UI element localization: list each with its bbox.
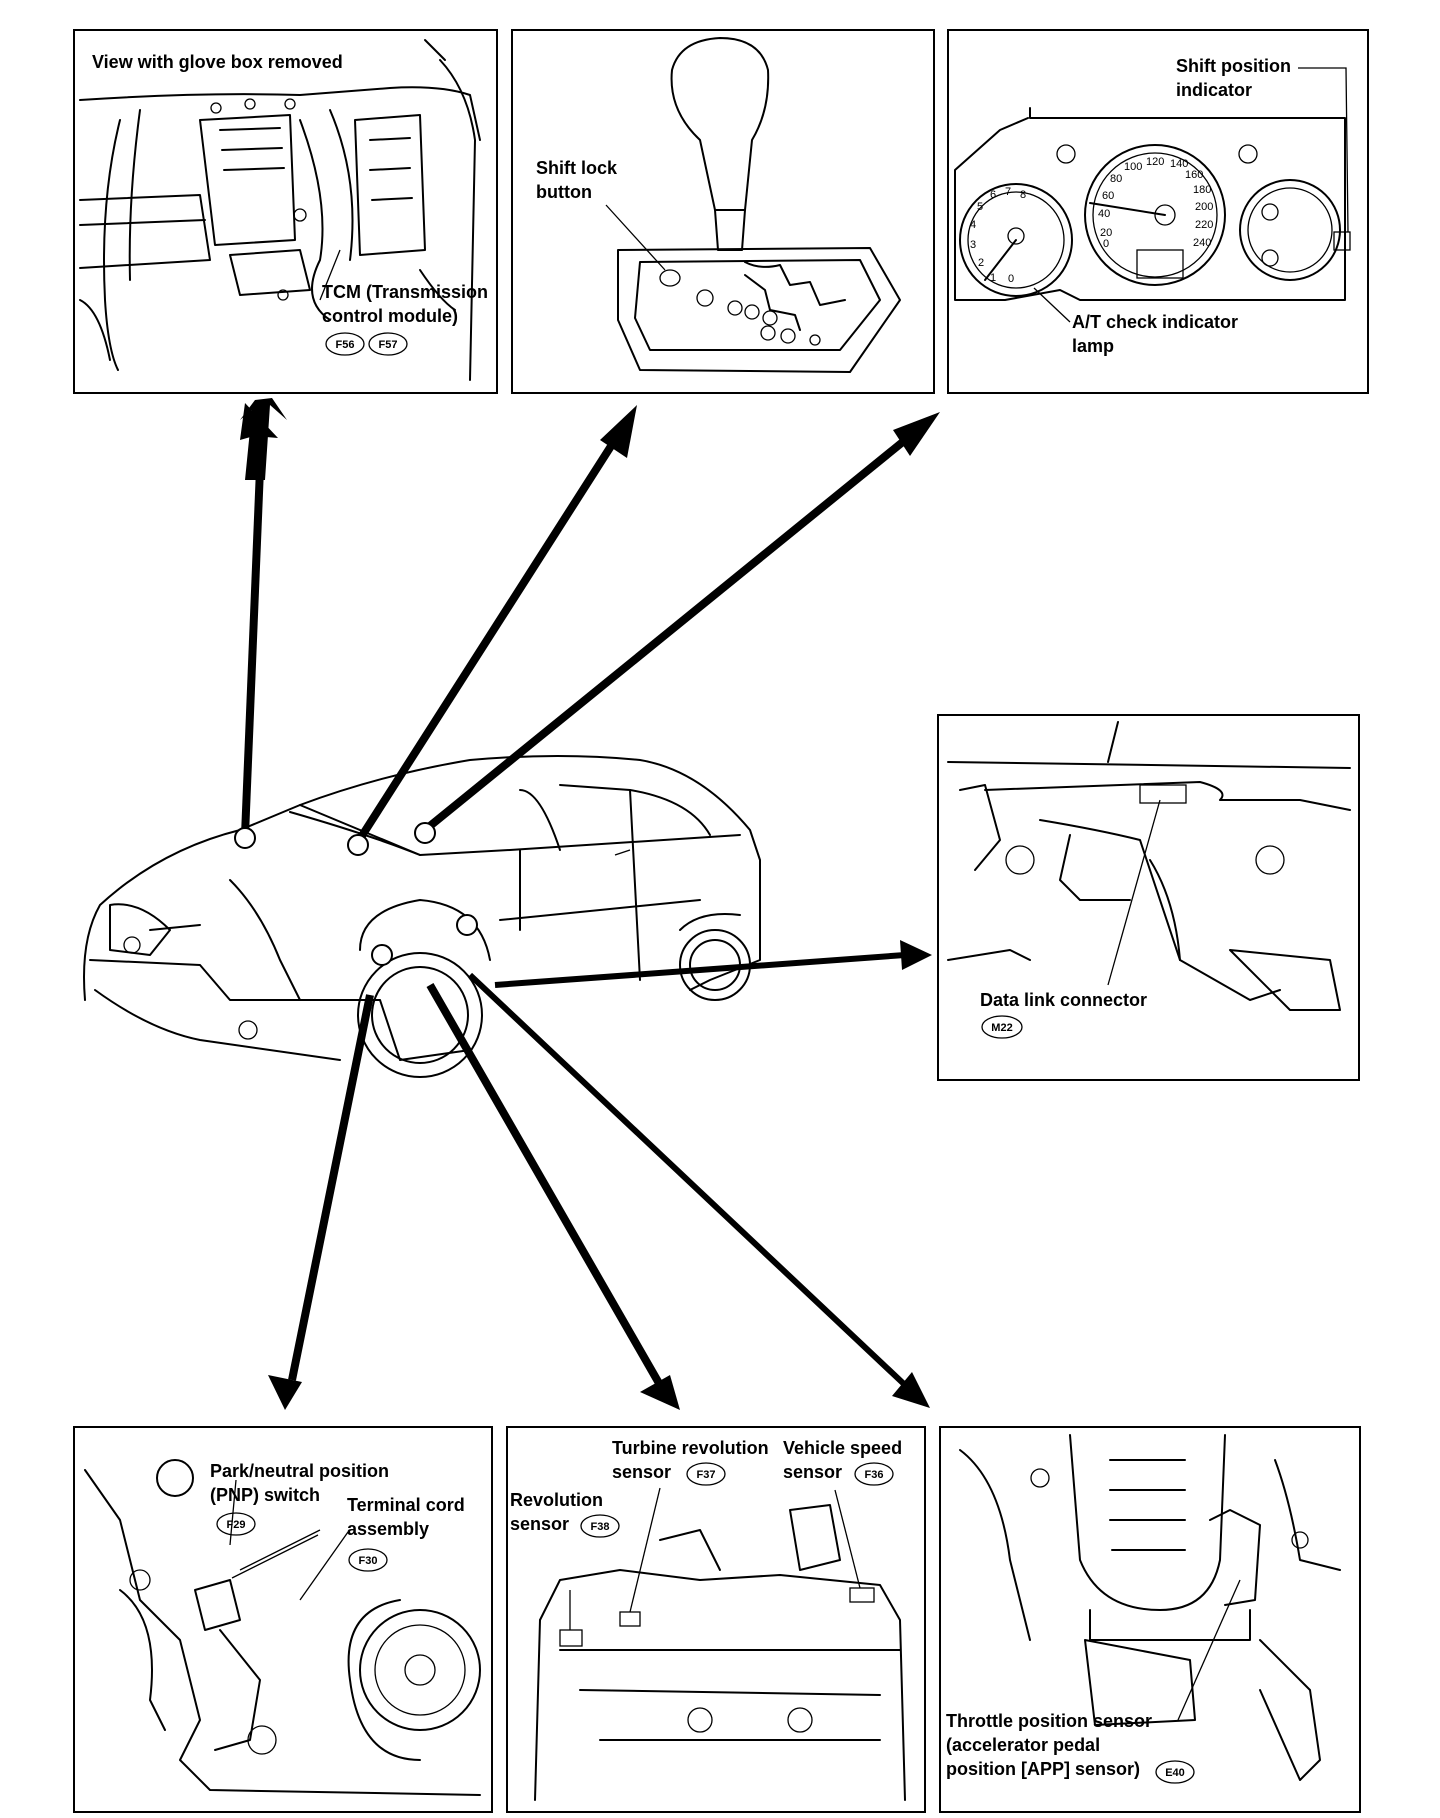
data-link-drawing [947, 721, 1351, 1011]
svg-text:2: 2 [978, 257, 984, 269]
svg-text:E40: E40 [1165, 1767, 1185, 1779]
svg-text:6: 6 [990, 189, 996, 201]
svg-text:20: 20 [1100, 227, 1112, 239]
terminal-cord-connector-f30: F30 [348, 1548, 388, 1572]
location-markers [234, 822, 478, 966]
revolution-sensor-connector-f38: F38 [580, 1514, 620, 1538]
svg-text:180: 180 [1193, 184, 1211, 196]
tcm-dashboard-drawing [79, 39, 481, 381]
revolution-sensor-label-line2: sensor [510, 1514, 569, 1534]
marker-data-link [456, 914, 478, 936]
terminal-cord-label-line1: Terminal cord [347, 1495, 465, 1515]
svg-text:1: 1 [990, 272, 996, 284]
vss-label-line1: Vehicle speed [783, 1438, 902, 1458]
pnp-label-line2: (PNP) switch [210, 1485, 320, 1505]
turbine-sensor-label-line2: sensor [612, 1462, 671, 1482]
svg-text:F56: F56 [336, 339, 355, 351]
svg-text:7: 7 [1005, 186, 1011, 198]
marker-cluster [414, 822, 436, 844]
at-lamp-label-line1: A/T check indicator [1072, 312, 1238, 332]
transmission-drawing-center [534, 1487, 906, 1801]
tcm-connector-f56: F56 [325, 332, 365, 356]
svg-text:F29: F29 [227, 1519, 246, 1531]
tps-label-line2: (accelerator pedal [946, 1735, 1100, 1755]
svg-text:140: 140 [1170, 158, 1188, 170]
svg-text:F38: F38 [591, 1521, 610, 1533]
data-link-panel: Data link connector M22 [937, 714, 1360, 1081]
shift-indicator-label-line1: Shift position [1176, 56, 1291, 76]
svg-text:F30: F30 [359, 1555, 378, 1567]
vss-connector-f36: F36 [854, 1462, 894, 1486]
svg-text:100: 100 [1124, 161, 1142, 173]
pnp-connector-f29: F29 [216, 1512, 256, 1536]
svg-text:F36: F36 [865, 1469, 884, 1481]
svg-text:F57: F57 [379, 339, 398, 351]
svg-text:4: 4 [970, 219, 976, 231]
tps-panel: Throttle position sensor (accelerator pe… [939, 1426, 1361, 1813]
svg-text:200: 200 [1195, 201, 1213, 213]
tps-connector-e40: E40 [1155, 1760, 1195, 1784]
marker-tcm [234, 827, 256, 849]
tcm-panel-header: View with glove box removed [92, 52, 343, 72]
shift-lever-drawing [605, 37, 901, 373]
cluster-drawing [954, 67, 1351, 323]
leader-arrows [240, 398, 940, 1410]
revolution-sensor-label-line1: Revolution [510, 1490, 603, 1510]
svg-text:240: 240 [1193, 237, 1211, 249]
vss-label-line2: sensor [783, 1462, 842, 1482]
pnp-panel: Park/neutral position (PNP) switch F29 T… [73, 1426, 493, 1813]
pedal-drawing [959, 1434, 1341, 1781]
tachometer-scale: 0 1 2 3 4 5 6 7 8 [970, 186, 1026, 285]
tcm-label-line2: control module) [322, 306, 458, 326]
shift-lock-panel: Shift lock button [511, 29, 935, 394]
tcm-label-line1: TCM (Transmission [322, 282, 488, 302]
sensors-panel: Turbine revolution sensor F37 Vehicle sp… [506, 1426, 926, 1813]
tps-label-line1: Throttle position sensor [946, 1711, 1152, 1731]
svg-text:40: 40 [1098, 208, 1110, 220]
transmission-drawing-left [84, 1459, 481, 1796]
data-link-connector-m22: M22 [981, 1015, 1023, 1039]
tps-label-line3: position [APP] sensor) [946, 1759, 1140, 1779]
cluster-panel: 0 20 40 60 80 100 120 140 160 180 200 22… [947, 29, 1369, 394]
shift-lock-label-line2: button [536, 182, 592, 202]
svg-text:0: 0 [1103, 238, 1109, 250]
svg-text:80: 80 [1110, 173, 1122, 185]
svg-text:60: 60 [1102, 190, 1114, 202]
marker-shift-lock [347, 834, 369, 856]
svg-text:8: 8 [1020, 189, 1026, 201]
svg-text:220: 220 [1195, 219, 1213, 231]
terminal-cord-label-line2: assembly [347, 1519, 429, 1539]
svg-text:5: 5 [977, 201, 983, 213]
speedometer-scale: 0 20 40 60 80 100 120 140 160 180 200 22… [1098, 156, 1213, 250]
svg-text:3: 3 [970, 239, 976, 251]
turbine-sensor-label-line1: Turbine revolution [612, 1438, 769, 1458]
svg-text:F37: F37 [697, 1469, 716, 1481]
marker-pnp [371, 944, 393, 966]
svg-text:0: 0 [1008, 273, 1014, 285]
shift-lock-label-line1: Shift lock [536, 158, 618, 178]
tcm-panel: View with glove box removed TCM (Transmi… [73, 29, 498, 394]
svg-text:120: 120 [1146, 156, 1164, 168]
tcm-connector-f57: F57 [368, 332, 408, 356]
pnp-label-line1: Park/neutral position [210, 1461, 389, 1481]
svg-text:160: 160 [1185, 169, 1203, 181]
at-lamp-label-line2: lamp [1072, 336, 1114, 356]
svg-text:M22: M22 [991, 1022, 1012, 1034]
shift-indicator-label-line2: indicator [1176, 80, 1252, 100]
vehicle-drawing [83, 755, 761, 1078]
data-link-label: Data link connector [980, 990, 1147, 1010]
turbine-sensor-connector-f37: F37 [686, 1462, 726, 1486]
